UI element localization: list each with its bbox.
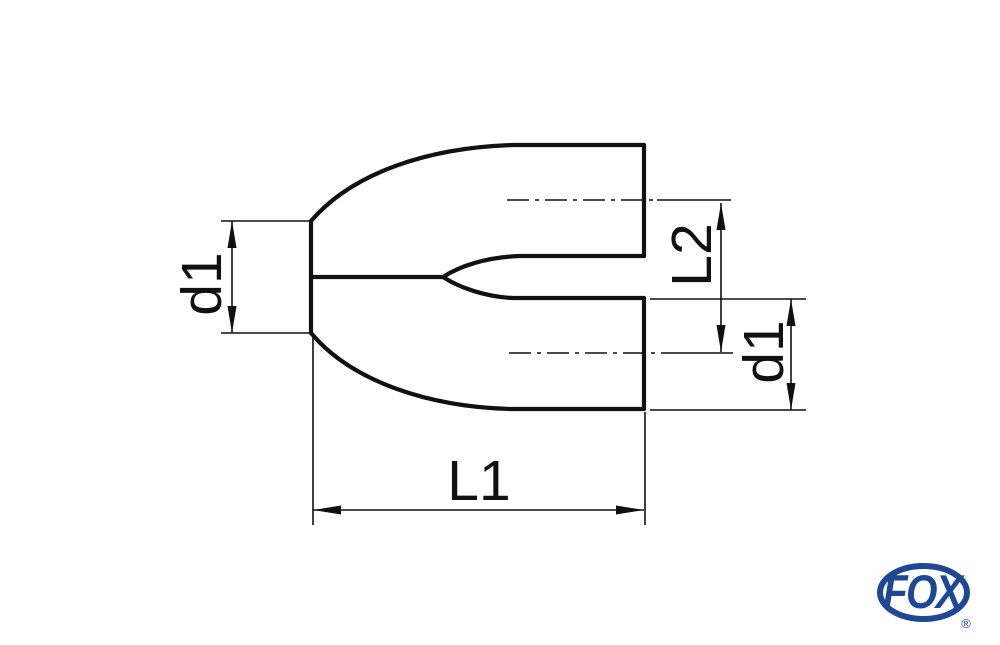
d1-right-label: d1 [732,320,796,383]
d1-right-arrow-up [786,299,796,326]
lower-branch-outer-edge [308,330,647,412]
fox-logo: FOX ® [877,563,971,631]
L1-label: L1 [447,449,510,513]
L2-label: L2 [660,223,724,286]
fox-logo-ellipse [877,563,970,622]
fox-logo-text: FOX [883,565,965,618]
centerlines [507,199,733,354]
lower-branch-inner-edge [440,274,647,301]
fox-logo-registered-icon: ® [961,616,971,631]
dimension-arrowheads [227,203,796,515]
dimension-labels: d1 L2 d1 L1 [170,223,796,513]
L1-arrow-right [616,505,644,515]
y-pipe-outline [308,142,647,412]
L2-arrow-up [716,203,726,230]
d1-left-label: d1 [170,252,234,315]
upper-branch-outer-edge [308,142,647,224]
L2-arrow-down [716,325,726,352]
upper-branch-inner-edge [440,253,647,280]
d1-left-arrow-up [227,221,237,248]
d1-left-arrow-down [227,306,237,333]
d1-right-arrow-down [786,383,796,410]
L1-arrow-left [313,505,341,515]
